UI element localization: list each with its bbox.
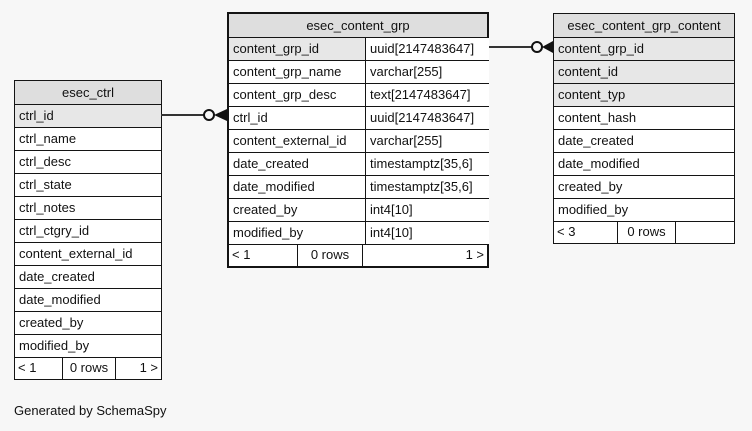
column-type: varchar[255] — [365, 61, 489, 83]
column-type: varchar[255] — [365, 130, 489, 152]
table-title[interactable]: esec_content_grp_content — [554, 14, 734, 38]
column-row: ctrl_id uuid[2147483647] — [229, 107, 489, 130]
column-name: date_created — [233, 156, 309, 171]
column-type: uuid[2147483647] — [365, 107, 489, 129]
column-name: modified_by — [19, 338, 90, 353]
relationship-line-ctrl-id — [161, 114, 204, 116]
pager: < 1 0 rows 1 > — [15, 358, 161, 379]
column-row: ctrl_state — [15, 174, 161, 197]
pager-prev[interactable]: < 1 — [232, 247, 251, 262]
column-row: ctrl_ctgry_id — [15, 220, 161, 243]
column-name: modified_by — [233, 225, 304, 240]
column-row: created_by — [15, 312, 161, 335]
column-name: ctrl_name — [19, 131, 77, 146]
relationship-arrow-icon — [542, 41, 553, 53]
column-name: content_hash — [558, 110, 637, 125]
column-row: content_grp_id uuid[2147483647] — [229, 38, 489, 61]
relationship-arrow-icon — [214, 109, 227, 121]
column-row: date_modified — [554, 153, 734, 176]
column-name: ctrl_desc — [19, 154, 72, 169]
column-row: content_grp_desc text[2147483647] — [229, 84, 489, 107]
column-type: timestamptz[35,6] — [365, 176, 489, 198]
column-name: date_created — [558, 133, 634, 148]
column-row: created_by int4[10] — [229, 199, 489, 222]
column-name: ctrl_id — [15, 105, 161, 127]
column-row: modified_by int4[10] — [229, 222, 489, 245]
column-name: content_external_id — [233, 133, 347, 148]
column-name: modified_by — [558, 202, 629, 217]
column-name: ctrl_ctgry_id — [19, 223, 90, 238]
pager-rows: 0 rows — [297, 245, 362, 266]
column-row: ctrl_name — [15, 128, 161, 151]
table-title[interactable]: esec_content_grp — [229, 14, 487, 38]
column-name: ctrl_id — [233, 110, 268, 125]
table-esec-ctrl[interactable]: esec_ctrl ctrl_id ctrl_name ctrl_desc ct… — [14, 80, 162, 380]
column-name: content_grp_id — [554, 38, 734, 60]
column-name: date_created — [19, 269, 95, 284]
pager: < 3 0 rows — [554, 222, 734, 243]
column-name: content_grp_desc — [233, 87, 337, 102]
column-name: content_grp_id — [229, 38, 365, 60]
column-row: date_created timestamptz[35,6] — [229, 153, 489, 176]
column-type: timestamptz[35,6] — [365, 153, 489, 175]
relationship-line-content-grp-id — [489, 46, 533, 48]
column-type: text[2147483647] — [365, 84, 489, 106]
column-row: ctrl_id — [15, 105, 161, 128]
pager-rows: 0 rows — [62, 358, 115, 379]
generated-by-note: Generated by SchemaSpy — [14, 403, 167, 418]
column-row: ctrl_desc — [15, 151, 161, 174]
column-row: modified_by — [554, 199, 734, 222]
pager-next — [675, 222, 734, 243]
table-esec-content-grp-content[interactable]: esec_content_grp_content content_grp_id … — [553, 13, 735, 244]
column-name: ctrl_notes — [19, 200, 76, 215]
column-row: content_typ — [554, 84, 734, 107]
column-row: content_hash — [554, 107, 734, 130]
pager-next[interactable]: 1 > — [115, 358, 161, 379]
pager-prev[interactable]: < 1 — [18, 360, 37, 375]
column-name: content_typ — [554, 84, 734, 106]
column-row: ctrl_notes — [15, 197, 161, 220]
column-row: modified_by — [15, 335, 161, 358]
column-row: content_external_id — [15, 243, 161, 266]
column-row: date_modified timestamptz[35,6] — [229, 176, 489, 199]
table-esec-content-grp[interactable]: esec_content_grp content_grp_id uuid[214… — [227, 12, 489, 268]
column-name: date_modified — [558, 156, 640, 171]
pager: < 1 0 rows 1 > — [229, 245, 487, 266]
column-name: created_by — [558, 179, 623, 194]
column-name: date_modified — [19, 292, 101, 307]
column-name: created_by — [19, 315, 84, 330]
column-row: content_external_id varchar[255] — [229, 130, 489, 153]
column-type: int4[10] — [365, 222, 489, 244]
column-name: ctrl_state — [19, 177, 72, 192]
pager-prev[interactable]: < 3 — [557, 224, 576, 239]
column-row: date_created — [15, 266, 161, 289]
column-name: content_grp_name — [233, 64, 342, 79]
pager-next[interactable]: 1 > — [362, 245, 487, 266]
column-row: date_created — [554, 130, 734, 153]
column-type: uuid[2147483647] — [365, 38, 489, 60]
column-name: created_by — [233, 202, 298, 217]
column-row: created_by — [554, 176, 734, 199]
column-name: content_external_id — [19, 246, 133, 261]
table-title[interactable]: esec_ctrl — [15, 81, 161, 105]
column-name: content_id — [554, 61, 734, 83]
pager-rows: 0 rows — [617, 222, 675, 243]
column-row: date_modified — [15, 289, 161, 312]
column-row: content_grp_id — [554, 38, 734, 61]
column-row: content_grp_name varchar[255] — [229, 61, 489, 84]
column-type: int4[10] — [365, 199, 489, 221]
column-name: date_modified — [233, 179, 315, 194]
column-row: content_id — [554, 61, 734, 84]
